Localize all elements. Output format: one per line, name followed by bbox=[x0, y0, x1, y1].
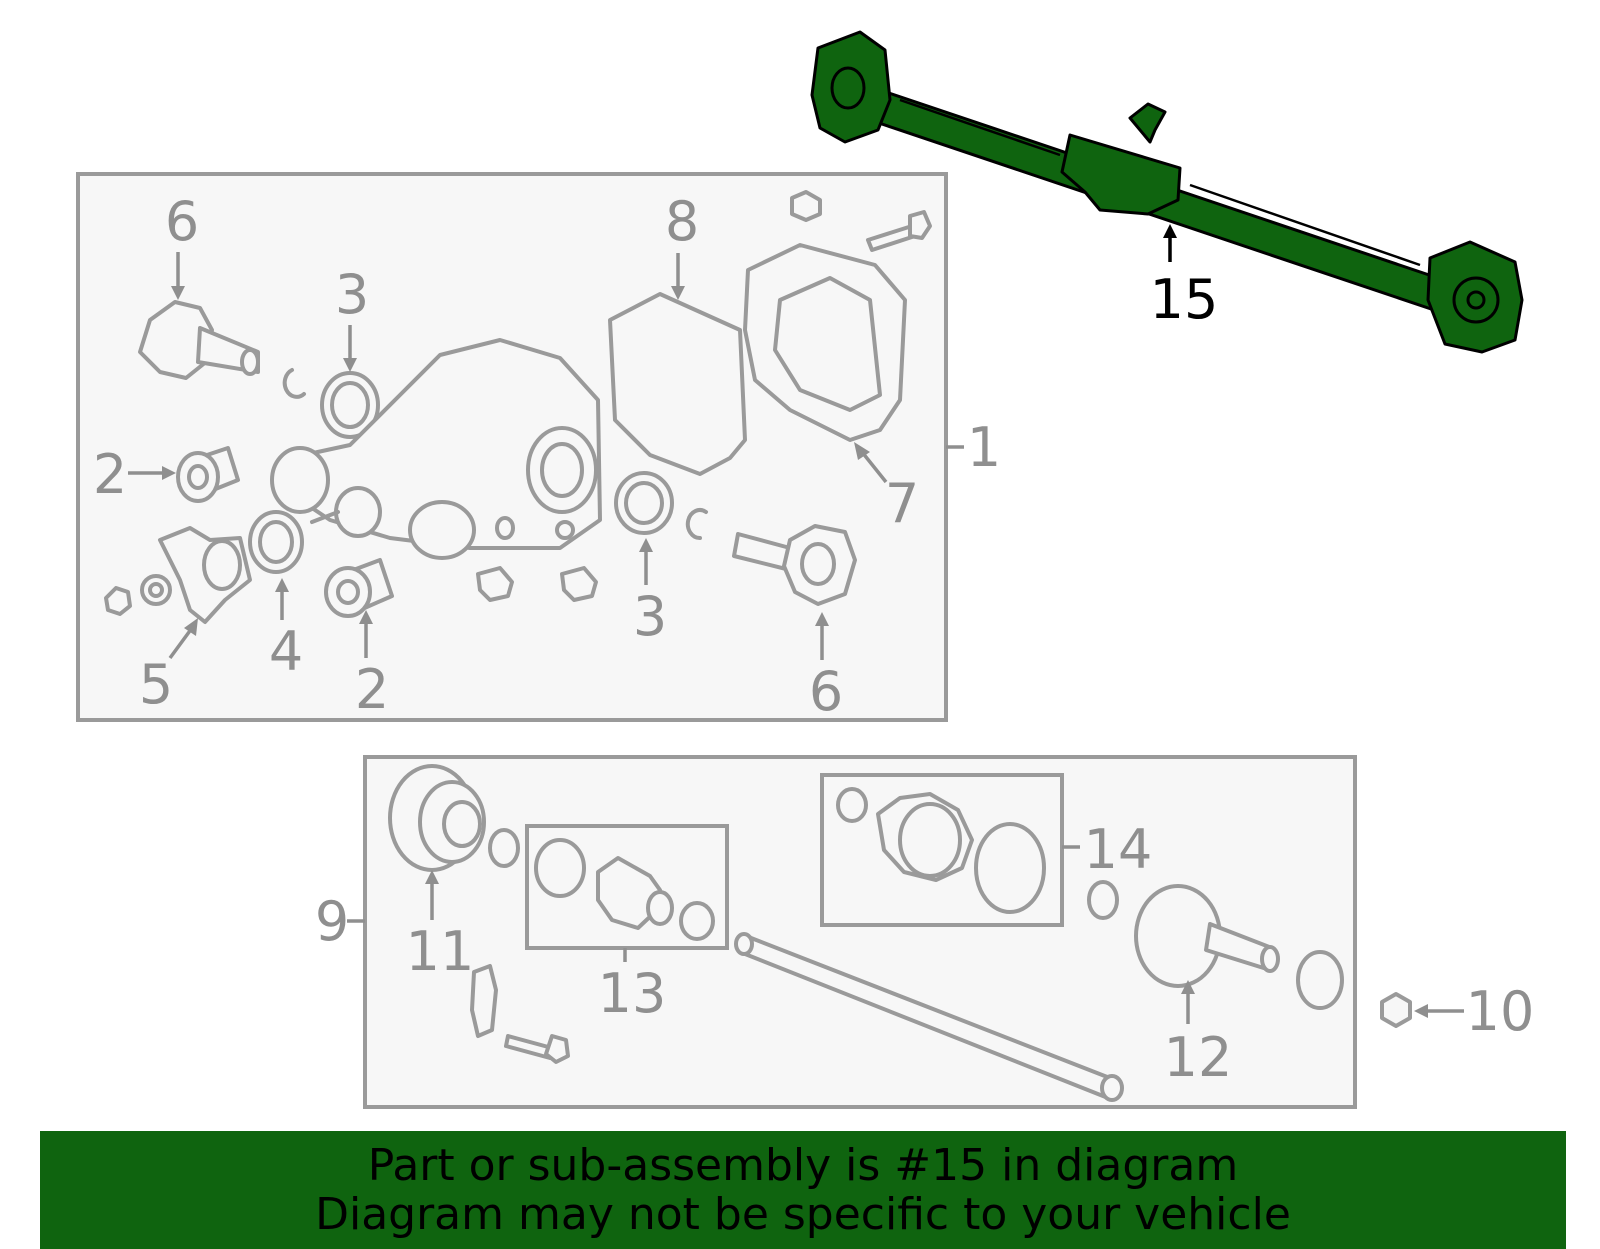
propeller-shaft bbox=[810, 30, 1524, 354]
axle-nut bbox=[1380, 992, 1412, 1028]
callout-4: 4 bbox=[269, 620, 303, 683]
output-flange-left bbox=[138, 300, 260, 380]
outer-cv-joint bbox=[1134, 884, 1280, 988]
bushing-lower bbox=[324, 558, 394, 618]
info-banner: Part or sub-assembly is #15 in diagram D… bbox=[40, 1131, 1566, 1249]
arrow-10 bbox=[1414, 1004, 1464, 1018]
arrow-8 bbox=[671, 253, 685, 300]
pinion-flange bbox=[158, 526, 252, 624]
washer bbox=[140, 574, 172, 606]
arrow-4 bbox=[275, 578, 289, 620]
outer-boot bbox=[876, 792, 974, 882]
differential-cover bbox=[743, 243, 907, 442]
inner-boot bbox=[596, 856, 674, 930]
arrow-11 bbox=[425, 870, 439, 920]
arrow-2a bbox=[128, 466, 176, 480]
callout-1: 1 bbox=[967, 416, 1001, 479]
arrow-12 bbox=[1181, 980, 1195, 1024]
o-ring bbox=[488, 828, 520, 868]
cover-bolt bbox=[866, 210, 932, 252]
callout-2b: 2 bbox=[355, 658, 389, 721]
inner-boot-clamp-large bbox=[534, 838, 586, 898]
callout-14: 14 bbox=[1084, 818, 1153, 881]
outer-boot-kit-box bbox=[820, 773, 1064, 927]
banner-line-2: Diagram may not be specific to your vehi… bbox=[315, 1189, 1291, 1240]
bushing-upper bbox=[176, 446, 240, 503]
bracket-bolt bbox=[504, 1034, 570, 1064]
cover-gasket bbox=[608, 292, 747, 476]
callout-11: 11 bbox=[406, 920, 475, 983]
callout-3a: 3 bbox=[335, 263, 369, 326]
callout-15: 15 bbox=[1150, 268, 1219, 331]
outer-ring bbox=[1087, 880, 1119, 920]
snap-ring-left bbox=[282, 368, 306, 399]
plug-left bbox=[476, 566, 514, 602]
callout-7: 7 bbox=[885, 472, 919, 535]
output-flange-right bbox=[732, 524, 857, 606]
banner-line-1: Part or sub-assembly is #15 in diagram bbox=[367, 1140, 1239, 1191]
outer-boot-clamp-small bbox=[836, 787, 868, 823]
dust-cap bbox=[1296, 950, 1344, 1010]
pinion-nut bbox=[104, 586, 132, 616]
arrow-7 bbox=[854, 442, 888, 484]
callout-10: 10 bbox=[1466, 980, 1535, 1043]
plug-right bbox=[560, 566, 598, 602]
callout-13: 13 bbox=[598, 962, 667, 1025]
bracket bbox=[470, 964, 498, 1038]
fill-plug bbox=[790, 190, 822, 222]
arrow-6a bbox=[171, 252, 185, 300]
axle-shaft bbox=[734, 932, 1124, 1102]
callout-6b: 6 bbox=[809, 660, 843, 723]
callout-6a: 6 bbox=[165, 190, 199, 253]
callout-3b: 3 bbox=[633, 585, 667, 648]
snap-ring-right bbox=[685, 508, 708, 541]
inner-boot-clamp-small bbox=[679, 901, 715, 941]
arrow-5 bbox=[168, 618, 198, 660]
arrow-2b bbox=[359, 610, 373, 658]
arrow-6b bbox=[815, 612, 829, 660]
arrow-3a bbox=[343, 325, 357, 372]
outer-boot-clamp-large bbox=[974, 822, 1046, 914]
inner-boot-kit-box bbox=[525, 824, 729, 950]
callout-8: 8 bbox=[665, 190, 699, 253]
arrow-3b bbox=[639, 538, 653, 585]
callout-5: 5 bbox=[139, 653, 173, 716]
arrow-15 bbox=[1163, 224, 1177, 262]
callout-12: 12 bbox=[1164, 1026, 1233, 1089]
differential-housing bbox=[270, 338, 602, 560]
callout-2a: 2 bbox=[93, 443, 127, 506]
callout-9: 9 bbox=[315, 890, 349, 953]
